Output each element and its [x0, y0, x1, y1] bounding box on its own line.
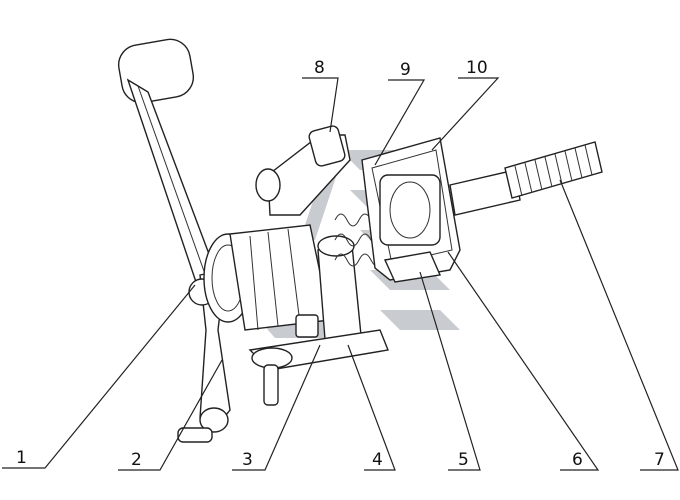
callout-4: 4 [372, 450, 383, 470]
callout-labels: 1 2 3 4 5 6 7 8 9 10 [16, 58, 665, 470]
retainer-frame [361, 137, 461, 283]
callout-8: 8 [314, 58, 325, 78]
callout-5: 5 [458, 450, 469, 470]
callout-6: 6 [572, 450, 583, 470]
callout-2: 2 [131, 450, 142, 470]
callout-3: 3 [242, 450, 253, 470]
callout-7: 7 [654, 450, 665, 470]
cylinder-body [203, 224, 331, 331]
callout-10: 10 [466, 58, 488, 78]
leader-lines [2, 77, 679, 471]
callout-1: 1 [16, 448, 27, 468]
callout-9: 9 [400, 60, 411, 80]
mounting-bracket [255, 125, 351, 216]
pedal-lever [117, 38, 216, 284]
push-rod [449, 141, 603, 216]
